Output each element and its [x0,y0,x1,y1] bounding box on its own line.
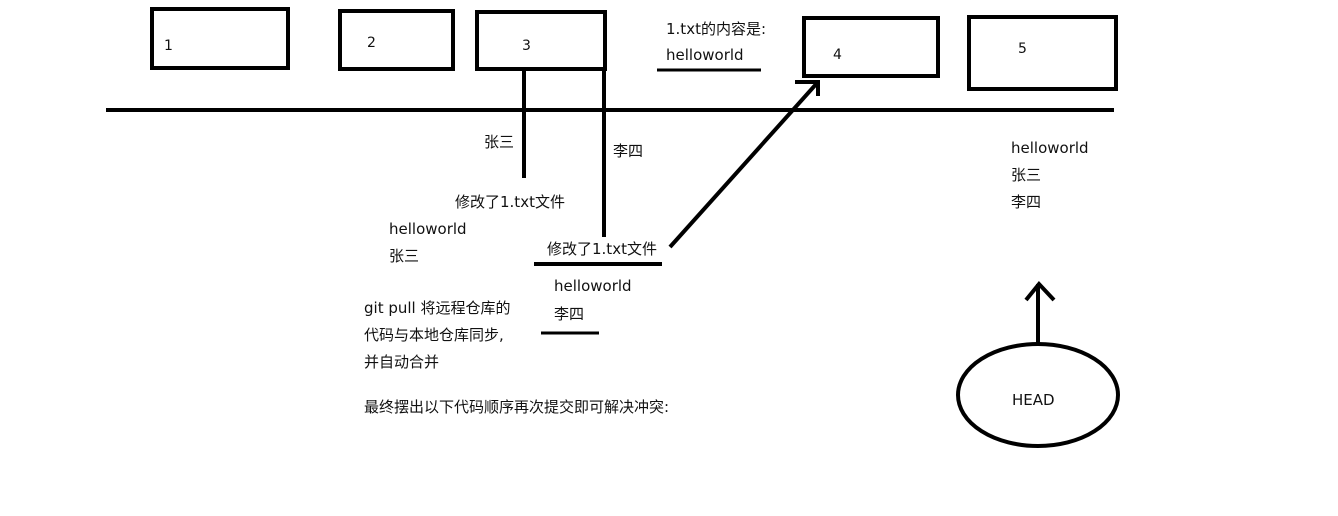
lisi-content-line1: helloworld [554,277,632,295]
zhangsan-author-label: 张三 [484,133,515,151]
zhangsan-content-line1: helloworld [389,220,467,238]
commit-box-2 [338,9,455,71]
commit-label-4: 4 [833,47,842,63]
merge-arrow-line [668,80,820,249]
lisi-change-label: 修改了1.txt文件 [547,240,657,258]
head-arrow-head [1024,280,1056,302]
commit-label-1: 1 [164,38,173,54]
head-label: HEAD [1012,391,1055,409]
commit-box-5 [967,15,1118,91]
commit-box-4 [802,16,940,78]
commit-box-1 [150,7,290,70]
file-note-content: helloworld [666,46,744,64]
result-line3: 李四 [1011,193,1042,211]
pull-note-line1: git pull 将远程仓库的 [364,299,511,317]
lisi-content-line2: 李四 [554,305,585,323]
pull-note-line2: 代码与本地仓库同步, [364,326,504,344]
result-line1: helloworld [1011,139,1089,157]
resolve-note: 最终摆出以下代码顺序再次提交即可解决冲突: [364,398,670,416]
lisi-author-label: 李四 [613,142,644,160]
merge-arrow-head [795,80,820,96]
commit-box-3 [475,10,607,71]
commit-label-2: 2 [367,35,376,51]
zhangsan-change-label: 修改了1.txt文件 [455,193,565,211]
zhangsan-content-line2: 张三 [389,247,420,265]
commit-label-3: 3 [522,38,531,54]
commit-label-5: 5 [1018,41,1027,57]
result-line2: 张三 [1011,166,1042,184]
pull-note-line3: 并自动合并 [364,353,440,371]
file-note-title: 1.txt的内容是: [666,20,767,38]
